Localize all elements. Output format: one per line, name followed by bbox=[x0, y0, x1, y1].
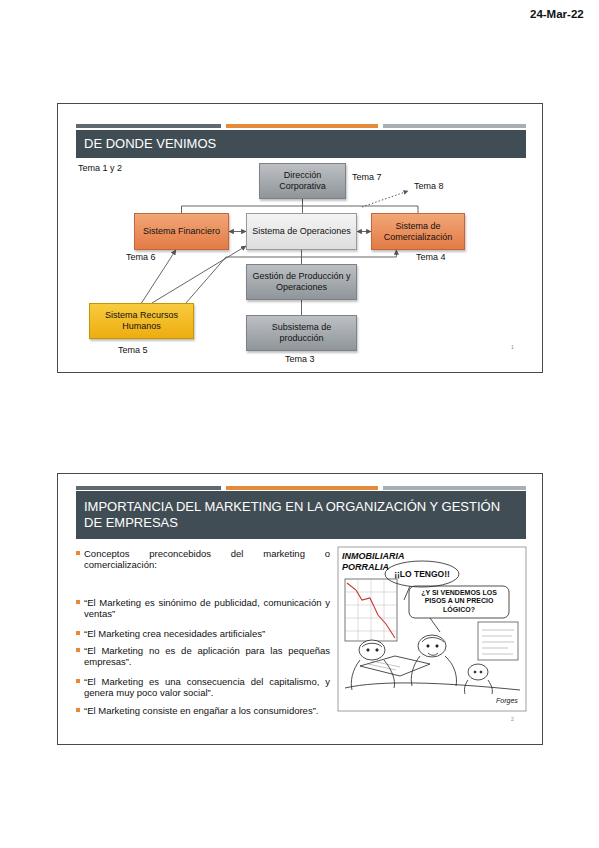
process-box: Sistema Recursos Humanos bbox=[89, 303, 194, 339]
box-text: Dirección Corporativa bbox=[264, 170, 341, 192]
process-box: Gestión de Producción y Operaciones bbox=[246, 264, 357, 300]
connector bbox=[229, 231, 246, 232]
box-text: Sistema de Comercialización bbox=[376, 221, 460, 243]
title-band: IMPORTANCIA DEL MARKETING EN LA ORGANIZA… bbox=[76, 491, 526, 539]
box-text: Sistema Recursos Humanos bbox=[94, 310, 189, 332]
slide-title: IMPORTANCIA DEL MARKETING EN LA ORGANIZA… bbox=[84, 499, 518, 532]
topic-label: Tema 3 bbox=[285, 354, 315, 365]
connector bbox=[152, 246, 246, 303]
cartoon bbox=[338, 547, 526, 711]
topic-label: Tema 7 bbox=[352, 172, 382, 183]
slide-title: DE DONDE VENIMOS bbox=[84, 136, 216, 152]
title-rule bbox=[226, 124, 378, 128]
bullet-text: Conceptos preconcebidos del marketing o … bbox=[84, 548, 330, 571]
cartoon-signature: Forges bbox=[496, 697, 518, 705]
topic-label: Tema 1 y 2 bbox=[78, 163, 122, 174]
connector bbox=[186, 250, 396, 303]
topic-label: Tema 8 bbox=[414, 181, 444, 192]
connector bbox=[182, 199, 303, 213]
process-box: Sistema Financiero bbox=[134, 213, 229, 250]
topic-label: Tema 4 bbox=[416, 252, 446, 263]
slide-number: 1 bbox=[511, 344, 514, 350]
bullet-text: “El Marketing es una consecuencia del ca… bbox=[84, 676, 330, 699]
bullet-text: “El Marketing crea necesidades artificia… bbox=[84, 628, 330, 639]
bullet-text: “El Marketing no es de aplicación para l… bbox=[84, 645, 330, 668]
slide-frame: DE DONDE VENIMOS Dirección CorporativaSis… bbox=[57, 103, 543, 373]
box-text: Sistema Financiero bbox=[143, 226, 220, 237]
process-box: Sistema de Comercialización bbox=[371, 213, 465, 250]
bullet-text: “El Marketing es sinónimo de publicidad,… bbox=[84, 597, 330, 620]
title-rule bbox=[76, 124, 221, 128]
process-box: Sistema de Operaciones bbox=[246, 213, 357, 250]
topic-label: Tema 6 bbox=[126, 252, 156, 263]
slide-number: 2 bbox=[511, 716, 514, 722]
box-text: Subsistema de producción bbox=[251, 322, 352, 344]
bullet-text: “El Marketing consiste en engañar a los … bbox=[84, 705, 330, 716]
title-rule bbox=[383, 124, 526, 128]
title-rule bbox=[76, 486, 221, 490]
bullet-marks bbox=[76, 551, 80, 712]
process-box: Dirección Corporativa bbox=[259, 163, 346, 199]
box-text: Sistema de Operaciones bbox=[252, 226, 351, 237]
connector bbox=[301, 300, 302, 315]
title-band: DE DONDE VENIMOS bbox=[76, 130, 526, 158]
title-rule bbox=[226, 486, 378, 490]
leader-line bbox=[362, 191, 408, 207]
process-box: Subsistema de producción bbox=[246, 315, 357, 351]
page-date: 24-Mar-22 bbox=[530, 8, 584, 22]
topic-label: Tema 5 bbox=[118, 345, 148, 356]
speech-text: ¿Y SI VENDEMOS LOS PISOS A UN PRECIO LÓG… bbox=[412, 589, 506, 614]
title-rule bbox=[383, 486, 526, 490]
connector bbox=[303, 199, 419, 213]
box-text: Gestión de Producción y Operaciones bbox=[251, 271, 352, 293]
speech-text: ¡¡LO TENGO!! bbox=[387, 569, 457, 579]
connector bbox=[357, 231, 371, 232]
